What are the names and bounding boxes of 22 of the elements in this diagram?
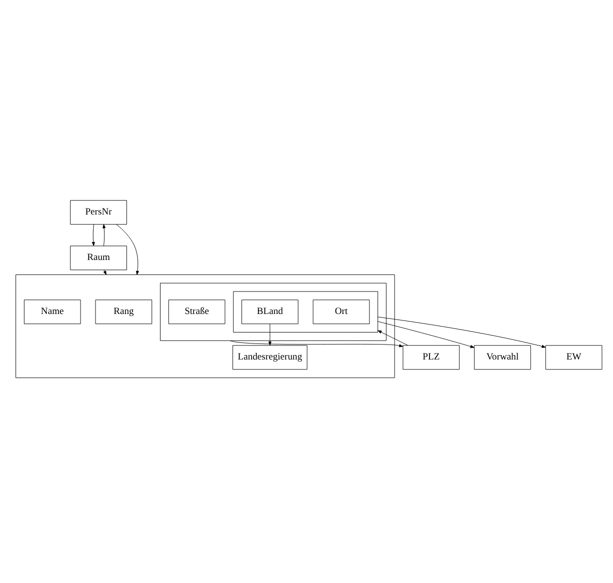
arrow [268, 324, 272, 346]
arrow [378, 321, 474, 348]
node-box: Landesregierung [232, 345, 308, 370]
node-box: Straße [168, 300, 226, 324]
arrow [102, 224, 106, 246]
arrow [103, 270, 106, 275]
node-box: Rang [95, 300, 152, 324]
node-box: BLand [242, 300, 298, 324]
cluster [233, 291, 378, 332]
node-box: Raum [70, 246, 127, 270]
arrow [230, 340, 404, 348]
arrow [92, 224, 95, 246]
node-box: Name [24, 300, 81, 324]
arrow [378, 330, 408, 346]
node-box: Vorwahl [474, 345, 531, 370]
node-box: EW [545, 345, 602, 370]
node-box: Ort [312, 300, 370, 324]
arrow [378, 316, 546, 348]
arrow [116, 224, 139, 275]
node-box: PLZ [402, 345, 460, 370]
node-box: PersNr [70, 200, 127, 225]
cluster [16, 274, 395, 378]
